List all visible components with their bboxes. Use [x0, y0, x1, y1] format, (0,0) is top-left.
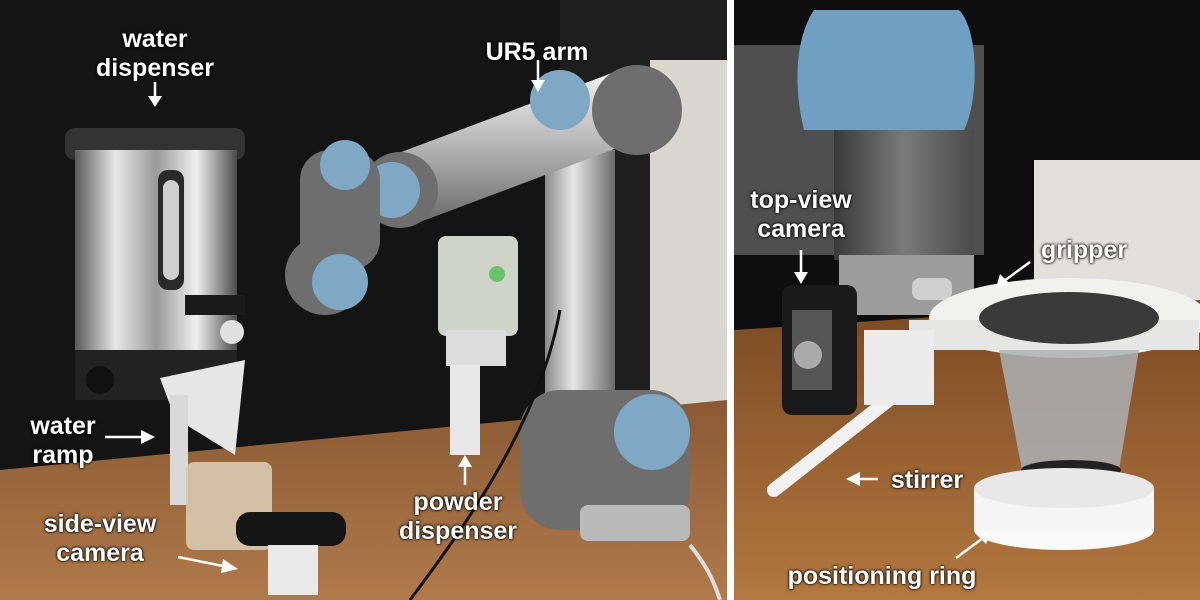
arrow-side-view-camera: [177, 555, 238, 573]
label-stirrer: stirrer: [890, 466, 964, 494]
arrow-gripper: [996, 260, 1031, 288]
label-water-ramp: water ramp: [30, 412, 96, 469]
arrow-water-dispenser: [148, 82, 162, 107]
arrow-water-ramp: [105, 430, 155, 444]
arrow-ur5-arm: [531, 60, 545, 92]
label-powder-dispenser: powder dispenser: [398, 488, 518, 545]
gripper-closeup-photo: top-view camera gripper stirrer position…: [734, 0, 1200, 600]
arrow-powder-dispenser: [458, 455, 472, 485]
label-gripper: gripper: [1040, 236, 1128, 264]
label-positioning-ring: positioning ring: [787, 562, 977, 590]
robot-setup-photo: water dispenser UR5 arm water ramp side-…: [0, 0, 727, 600]
label-top-view-camera: top-view camera: [750, 186, 852, 243]
label-side-view-camera: side-view camera: [43, 510, 157, 567]
arrow-top-view-camera: [794, 250, 808, 284]
arrow-positioning-ring: [955, 530, 992, 560]
gripper-closeup-scene: [734, 0, 1200, 600]
arrow-stirrer: [846, 472, 878, 486]
label-water-dispenser: water dispenser: [95, 25, 215, 82]
robot-setup-scene: [0, 0, 727, 600]
